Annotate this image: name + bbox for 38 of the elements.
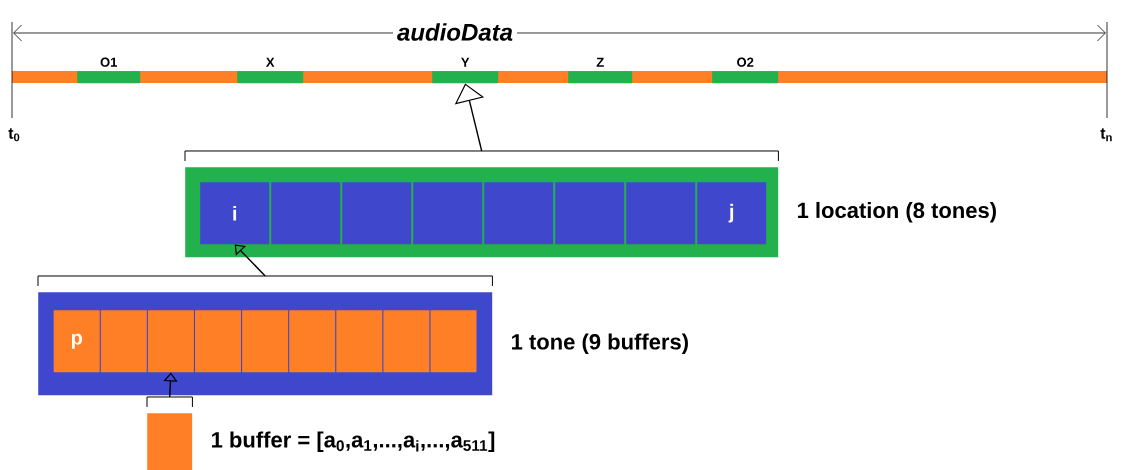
timeline-segment: Z: [568, 57, 633, 84]
cell-box: [242, 310, 289, 373]
node-label: i: [233, 205, 237, 221]
cell-box: [336, 310, 383, 373]
cell-box: j: [697, 182, 767, 245]
dimension-label: audioData: [393, 19, 517, 45]
cell-box: [383, 310, 430, 373]
arrow: [234, 244, 266, 277]
cell-box: [289, 310, 336, 373]
cell-box: [413, 182, 483, 245]
node-label: Z: [596, 57, 604, 67]
cell-box: p: [53, 310, 100, 373]
cell-box: [147, 310, 194, 373]
cell-box: [100, 310, 147, 373]
cell-box: i: [200, 182, 270, 245]
timeline-segment: Y: [432, 57, 499, 84]
container-box: [147, 413, 193, 470]
time-label: t$_{n}$: [1100, 128, 1112, 142]
cell-box: [626, 182, 696, 245]
node-label: Y: [461, 57, 470, 67]
cell-box: [430, 310, 477, 373]
cell-box: [271, 182, 341, 245]
cell-box: [555, 182, 625, 245]
side-label: 1 location (8 tones): [798, 201, 996, 223]
timeline-segment: X: [237, 57, 304, 84]
node-label: X: [265, 57, 275, 67]
cell-box: [342, 182, 412, 245]
timeline-segment: O2: [712, 57, 779, 84]
node-label: O2: [737, 57, 754, 67]
cell-box: [195, 310, 241, 373]
node-label: j: [728, 203, 734, 223]
cell-box: [484, 182, 554, 245]
side-label: 1 buffer = [a$_{0}$,a$_{1}$,...,a$_{i}$,...,a$_{511}$]: [212, 431, 495, 452]
timeline-segment: O1: [77, 57, 141, 84]
node-label: O1: [100, 57, 118, 67]
time-label: t$_{0}$: [8, 128, 20, 142]
node-label: p: [71, 333, 83, 349]
side-label: 1 tone (9 buffers): [512, 333, 688, 354]
